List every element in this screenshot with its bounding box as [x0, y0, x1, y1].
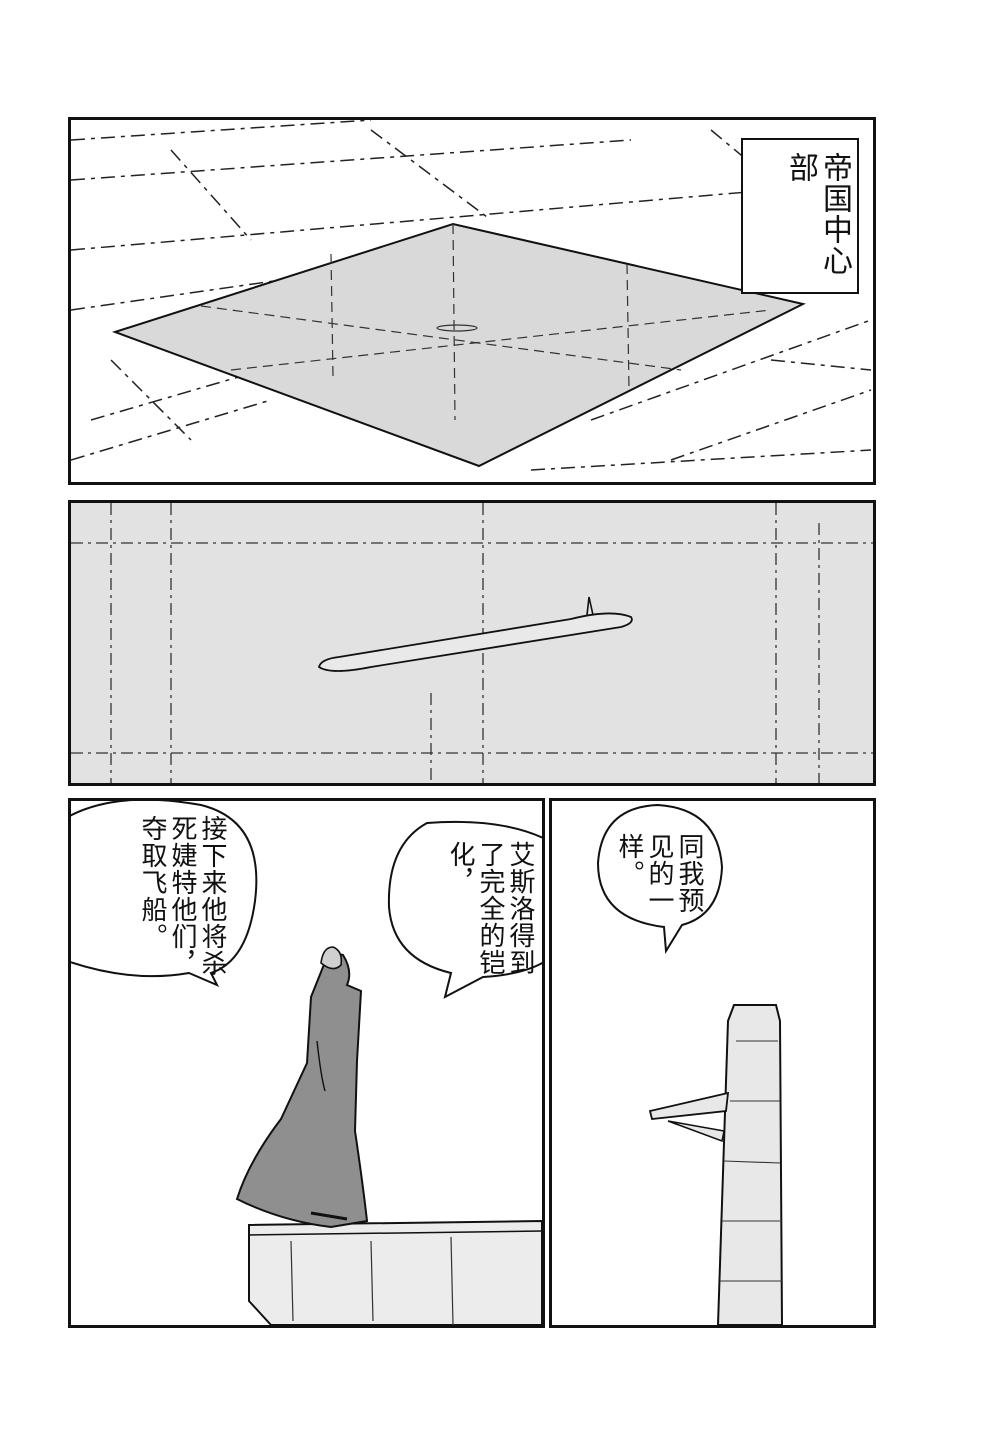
speech-bubble-right: 艾斯洛得到了完全的铠化， [387, 820, 542, 999]
speech-bubble-right-shape [387, 820, 542, 999]
speech-bubble-left-shape [71, 801, 258, 987]
figure-drawing [235, 946, 542, 1325]
panel-ship-flyby [68, 500, 876, 786]
panel-pillar: 同我预见的一样。 [549, 798, 876, 1328]
speech-bubble-pillar-shape [596, 803, 724, 955]
speech-text-left: 接下来他将杀死婕特他们，夺取飞船。 [137, 815, 227, 977]
panel-figure-on-ledge: 接下来他将杀死婕特他们，夺取飞船。 艾斯洛得到了完全的铠化， [68, 798, 545, 1328]
panel-empire-center: 帝国中心部 [68, 117, 876, 485]
speech-bubble-pillar: 同我预见的一样。 [596, 803, 724, 955]
location-caption: 帝国中心部 [783, 152, 852, 276]
speech-bubble-left: 接下来他将杀死婕特他们，夺取飞船。 [71, 801, 261, 991]
pillar-drawing [648, 1004, 784, 1325]
speech-text-pillar: 同我预见的一样。 [614, 833, 704, 914]
speech-text-right: 艾斯洛得到了完全的铠化， [445, 841, 535, 976]
ship-drawing [71, 503, 873, 783]
location-caption-box: 帝国中心部 [741, 138, 859, 294]
